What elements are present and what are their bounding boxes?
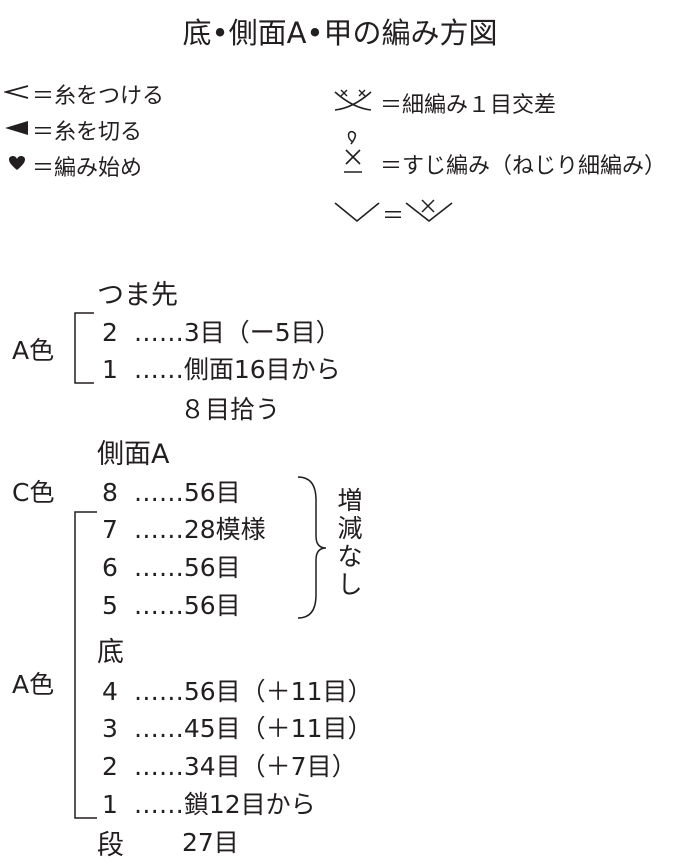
- row-number: 7: [102, 515, 118, 544]
- filled-triangle-icon: [5, 121, 28, 135]
- row-text: 56目: [183, 553, 241, 582]
- row-text: 56目（＋11目）: [183, 677, 373, 706]
- sc2tog-cross-icon: [334, 89, 372, 111]
- row-dots: ……: [133, 591, 184, 620]
- sole-row-3: 3 ……45目（＋11目）: [102, 709, 372, 745]
- legend-sc-crossed: ＝細編み１目交差: [380, 93, 557, 118]
- sole-row-2: 2 ……34目（＋7目）: [102, 747, 357, 783]
- row-number: 3: [102, 714, 118, 743]
- row-number: 2: [102, 318, 118, 347]
- diagram-title: 底•側面A•甲の編み方図: [182, 16, 498, 50]
- increase-v-icon: [334, 202, 380, 223]
- sole-heading: 底: [97, 637, 124, 668]
- row-dots: ……: [133, 677, 184, 706]
- row-number: 6: [102, 553, 118, 582]
- row-text: 56目: [183, 478, 241, 507]
- row-dots: ……: [133, 714, 184, 743]
- toe-row-1: 1 ……側面16目から: [102, 350, 341, 386]
- legend-cut-yarn: ＝糸を切る: [32, 120, 143, 145]
- footer-stitch-count: 27目: [182, 828, 239, 857]
- row-text: 3目（ー5目）: [183, 318, 341, 347]
- side-row-5: 5 ……56目: [102, 586, 241, 622]
- legend-attach-yarn: ＝糸をつける: [32, 84, 165, 109]
- sole-row-1: 1 ……鎖12目から: [102, 785, 316, 821]
- row-dots: ……: [133, 318, 184, 347]
- row-dots: ……: [133, 553, 184, 582]
- toe-row-2: 2 ……3目（ー5目）: [102, 313, 341, 349]
- legend-twisted-sc: ＝すじ編み（ねじり細編み）: [380, 154, 667, 179]
- side-row-7: 7 ……28模様: [102, 510, 266, 546]
- row-number: 5: [102, 591, 118, 620]
- row-dots: ……: [133, 752, 184, 781]
- footer-rows-label: 段: [97, 830, 124, 861]
- legend-increase-equals: ＝: [382, 204, 405, 229]
- open-triangle-icon: [4, 85, 29, 99]
- side-row-6: 6 ……56目: [102, 548, 241, 584]
- row-text: 56目: [183, 591, 241, 620]
- row-text: 鎖12目から: [183, 790, 316, 819]
- toe-row-1-continuation: ８目拾う: [180, 395, 281, 424]
- row-number: 8: [102, 478, 118, 507]
- row-text: 側面16目から: [183, 355, 341, 384]
- side-row-8: 8 ……56目: [102, 473, 241, 509]
- sole-row-4: 4 ……56目（＋11目）: [102, 672, 372, 708]
- row-dots: ……: [133, 355, 184, 384]
- row-number: 1: [102, 355, 118, 384]
- row-dots: ……: [133, 515, 184, 544]
- row-text: 34目（＋7目）: [183, 752, 357, 781]
- increase-v-crossed-icon: [405, 199, 453, 223]
- row-text: 28模様: [183, 515, 266, 544]
- row-dots: ……: [133, 790, 184, 819]
- sole-color-label: A色: [12, 670, 55, 699]
- legend-start: ＝編み始め: [32, 156, 143, 181]
- row-dots: ……: [133, 478, 184, 507]
- row-number: 1: [102, 790, 118, 819]
- side-color-label: C色: [12, 478, 55, 507]
- no-increase-decrease-note: 増減なし: [337, 486, 363, 599]
- heart-icon: [9, 156, 25, 170]
- toe-color-label: A色: [12, 336, 55, 365]
- side-heading: 側面A: [97, 439, 170, 470]
- row-number: 4: [102, 677, 118, 706]
- toe-heading: つま先: [97, 280, 178, 311]
- row-number: 2: [102, 752, 118, 781]
- row-text: 45目（＋11目）: [183, 714, 373, 743]
- twisted-sc-icon: [344, 130, 362, 173]
